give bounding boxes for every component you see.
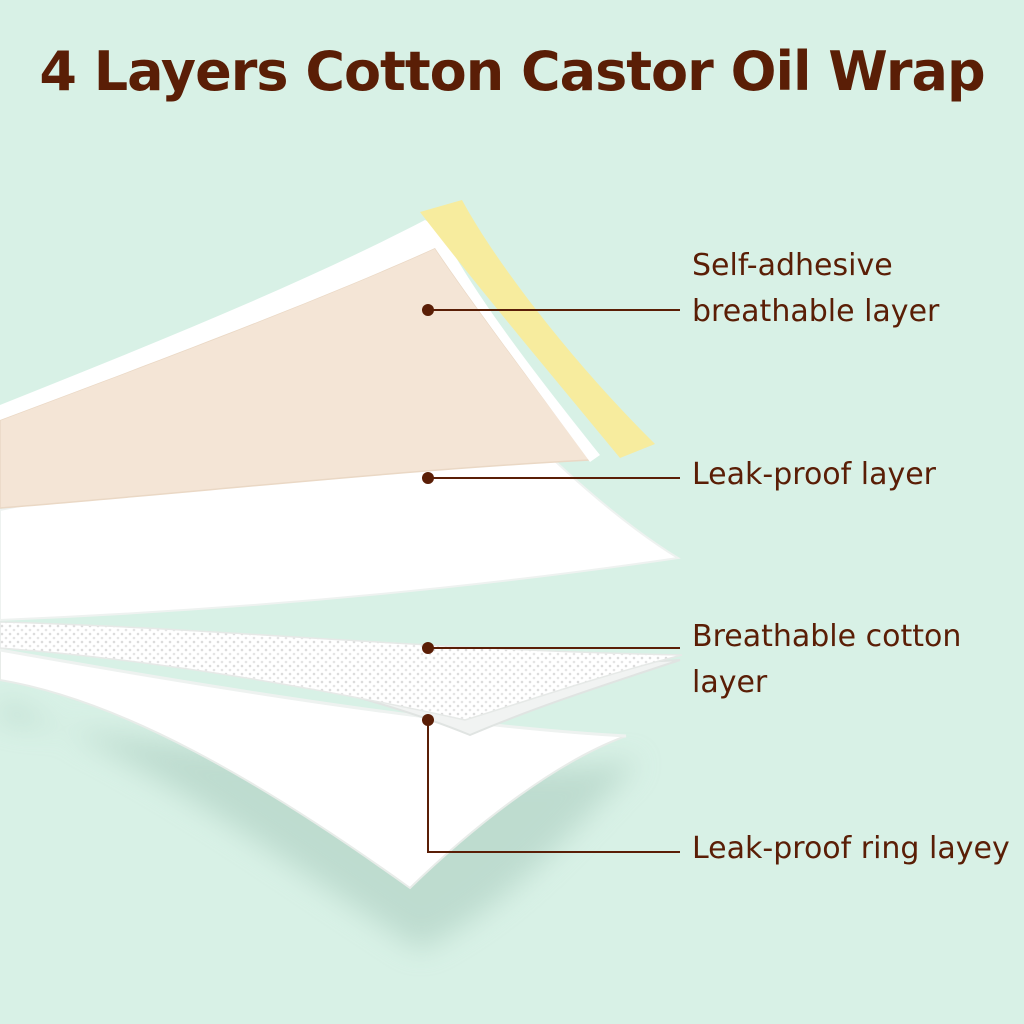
layer-label-line: Leak-proof ring layey: [692, 831, 1010, 866]
layer-label-self-adhesive: Self-adhesive breathable layer: [692, 243, 939, 335]
layer-label-line: Leak-proof layer: [692, 457, 937, 492]
layer-label-leak-proof: Leak-proof layer: [692, 452, 936, 498]
pointer-dot-3: [422, 642, 434, 654]
layer-label-line: Breathable cotton: [692, 619, 962, 654]
pointer-lines: [427, 309, 680, 853]
page-title: 4 Layers Cotton Castor Oil Wrap: [39, 40, 985, 103]
pointer-line-4: [427, 720, 680, 853]
layer-label-line: layer: [692, 665, 768, 700]
pointer-dots: [422, 304, 434, 726]
layer-label-ring: Leak-proof ring layey: [692, 826, 1010, 872]
layer-label-line: breathable layer: [692, 294, 940, 329]
layer-label-line: Self-adhesive: [692, 248, 893, 283]
layer-label-cotton: Breathable cotton layer: [692, 614, 961, 706]
pointer-dot-2: [422, 472, 434, 484]
pointer-dot-1: [422, 304, 434, 316]
pointer-dot-4: [422, 714, 434, 726]
adhesive-strip: [420, 200, 655, 458]
cotton-sheet: [0, 621, 683, 721]
